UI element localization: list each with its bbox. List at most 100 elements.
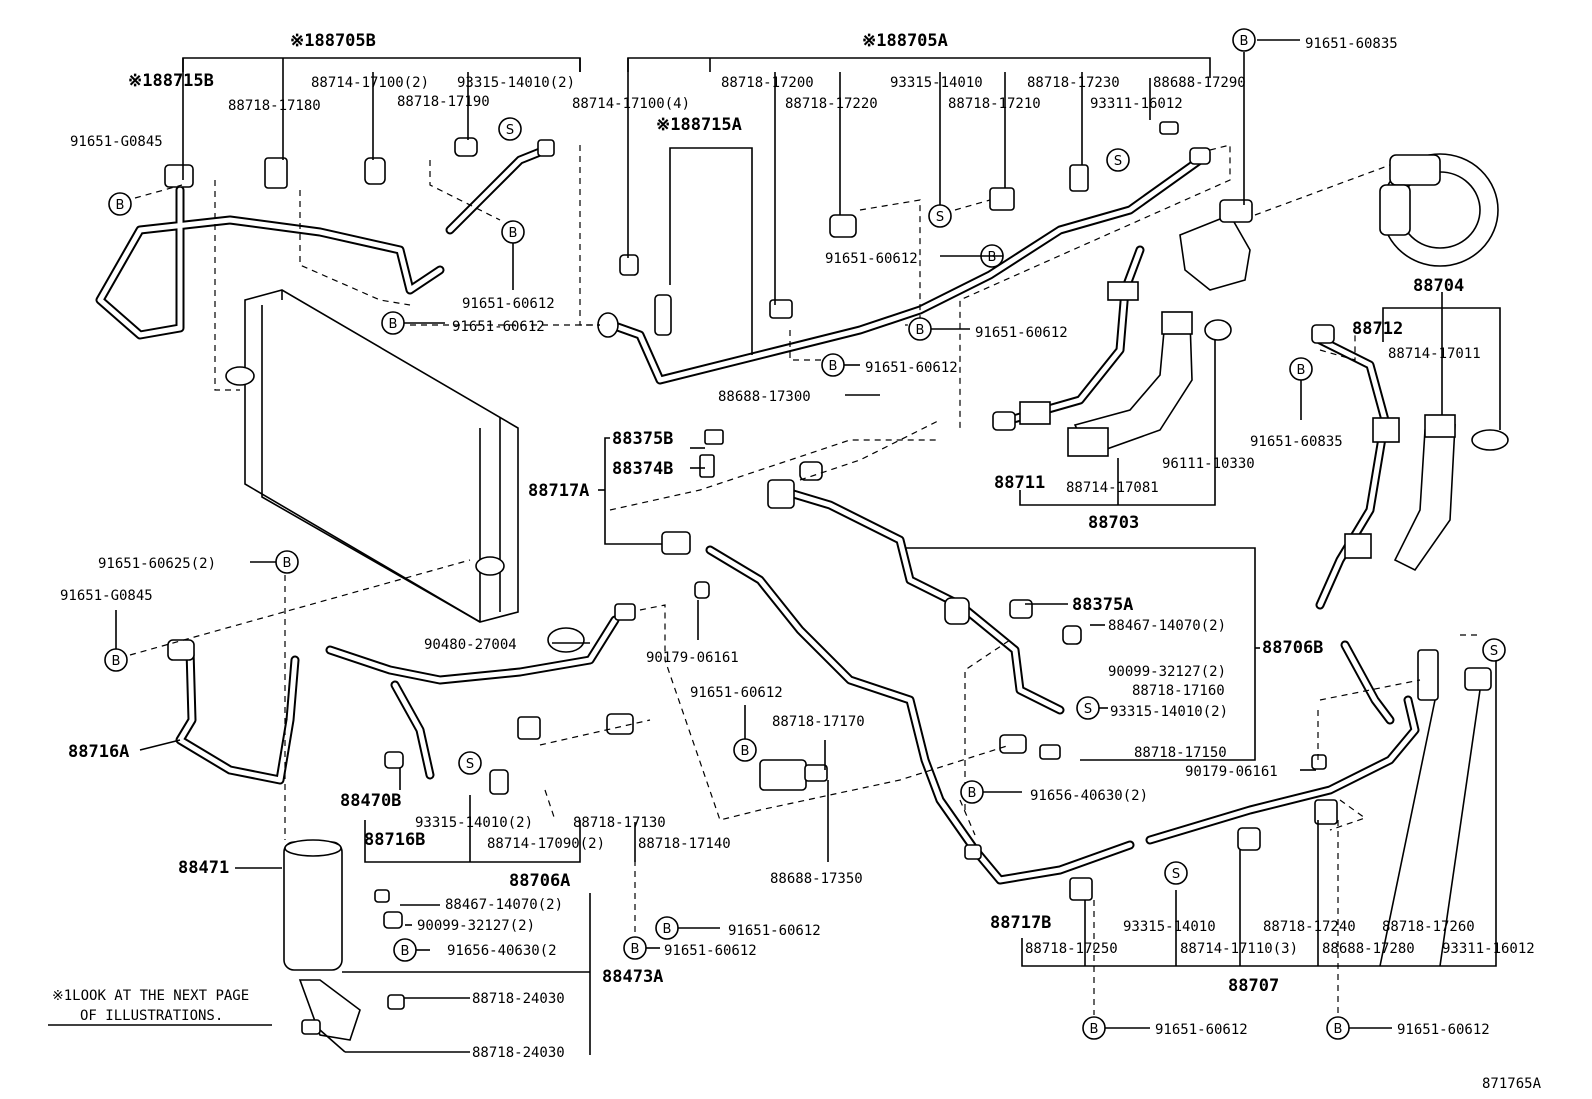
svg-text:S: S [1172, 867, 1180, 882]
svg-text:S: S [1114, 154, 1122, 169]
label-91651-60612b: 91651-60612 [452, 319, 545, 335]
part-labels: ※188705B ※188715B 88714-17100(2) 93315-1… [52, 31, 1542, 1092]
bolt-marker: B [381, 311, 405, 335]
label-88718-24030a: 88718-24030 [472, 991, 565, 1007]
label-88714-17100-2: 88714-17100(2) [311, 75, 429, 91]
svg-text:S: S [466, 757, 474, 772]
svg-text:B: B [968, 786, 977, 801]
svg-text:B: B [116, 198, 125, 213]
label-90099-32127-b: 90099-32127(2) [417, 918, 535, 934]
label-88716B: 88716B [364, 830, 425, 850]
label-88716A: 88716A [68, 742, 129, 762]
label-88688-17350: 88688-17350 [770, 871, 863, 887]
label-88718-17170: 88718-17170 [772, 714, 865, 730]
label-88470B: 88470B [340, 791, 401, 811]
label-88718-17230: 88718-17230 [1027, 75, 1120, 91]
bolt-marker: B [960, 780, 984, 804]
label-88706B: 88706B [1262, 638, 1323, 658]
hose-88714-17081 [1067, 311, 1232, 457]
label-93311-16012a: 93311-16012 [1090, 96, 1183, 112]
label-93315-14010-2b: 93315-14010(2) [1110, 704, 1228, 720]
label-91651-60612i: 91651-60612 [1155, 1022, 1248, 1038]
label-88703: 88703 [1088, 513, 1139, 533]
label-88718-17160: 88718-17160 [1132, 683, 1225, 699]
svg-text:B: B [1297, 363, 1306, 378]
screw-marker: S [1482, 638, 1506, 662]
label-88711: 88711 [994, 473, 1045, 493]
compressor-drawing [1379, 153, 1499, 267]
label-91651-60612f: 91651-60612 [690, 685, 783, 701]
label-88714-17100-4: 88714-17100(4) [572, 96, 690, 112]
note-line-2: OF ILLUSTRATIONS. [80, 1008, 223, 1024]
label-88473A: 88473A [602, 967, 663, 987]
label-91651-60612h: 91651-60612 [664, 943, 757, 959]
label-88712: 88712 [1352, 319, 1403, 339]
label-91651-60612c: 91651-60612 [825, 251, 918, 267]
label-88718-17180: 88718-17180 [228, 98, 321, 114]
label-88714-17011: 88714-17011 [1388, 346, 1481, 362]
pipe-88706A [325, 603, 828, 795]
label-88714-17110: 88714-17110(3) [1180, 941, 1298, 957]
dashed-lines [129, 144, 1480, 1015]
marker-leaders [115, 243, 1392, 1053]
label-91651-60612j: 91651-60612 [1397, 1022, 1490, 1038]
pipe-88717 [661, 429, 1135, 901]
pipe-88716A [167, 639, 300, 785]
svg-text:S: S [1490, 644, 1498, 659]
accumulator-drawing [1179, 199, 1253, 291]
bolt-marker: B [393, 938, 417, 962]
svg-text:B: B [663, 922, 672, 937]
svg-text:B: B [916, 323, 925, 338]
svg-text:S: S [936, 210, 944, 225]
bolt-marker: B [733, 738, 757, 762]
label-88467-14070-a: 88467-14070(2) [1108, 618, 1226, 634]
bolt-marker: B [623, 936, 647, 960]
label-91651-60612e: 91651-60612 [865, 360, 958, 376]
label-88714-17081: 88714-17081 [1066, 480, 1159, 496]
label-88718-17140: 88718-17140 [638, 836, 731, 852]
label-91651-60625: 91651-60625(2) [98, 556, 216, 572]
hose-88712 [1311, 324, 1509, 610]
label-88718-17250: 88718-17250 [1025, 941, 1118, 957]
label-188705B: ※188705B [290, 31, 376, 51]
label-88688-17300: 88688-17300 [718, 389, 811, 405]
label-88718-17200: 88718-17200 [721, 75, 814, 91]
screw-marker: S [928, 204, 952, 228]
svg-text:B: B [1090, 1022, 1099, 1037]
screw-marker: S [1076, 696, 1100, 720]
svg-text:B: B [829, 359, 838, 374]
bolt-marker: B [908, 317, 932, 341]
svg-text:B: B [631, 942, 640, 957]
bolt-marker: B [1326, 1016, 1350, 1040]
bolt-marker: B [501, 220, 525, 244]
bolt-marker: B [1289, 357, 1313, 381]
label-91651-G0845b: 91651-G0845 [60, 588, 153, 604]
label-91651-G0845a: 91651-G0845 [70, 134, 163, 150]
hose-88711 [992, 245, 1145, 431]
label-88718-17220: 88718-17220 [785, 96, 878, 112]
label-88718-17190: 88718-17190 [397, 94, 490, 110]
label-91651-60612d: 91651-60612 [975, 325, 1068, 341]
label-93315-14010: 93315-14010 [890, 75, 983, 91]
pipe-88715A [597, 121, 1211, 385]
label-188715A: ※188715A [656, 115, 742, 135]
bolt-marker: B [655, 916, 679, 940]
label-88717B: 88717B [990, 913, 1051, 933]
label-88467-14070-b: 88467-14070(2) [445, 897, 563, 913]
svg-text:B: B [741, 744, 750, 759]
svg-text:B: B [988, 250, 997, 265]
pipe-88706B [767, 461, 1082, 760]
label-88704: 88704 [1413, 276, 1464, 296]
label-90099-32127-a: 90099-32127(2) [1108, 664, 1226, 680]
leader-lines [182, 39, 1501, 1055]
label-88718-17240: 88718-17240 [1263, 919, 1356, 935]
label-90179-06161b: 90179-06161 [1185, 764, 1278, 780]
label-93311-16012b: 93311-16012 [1442, 941, 1535, 957]
label-88714-17090: 88714-17090(2) [487, 836, 605, 852]
label-93315-14010b: 93315-14010 [1123, 919, 1216, 935]
label-91651-60612g: 91651-60612 [728, 923, 821, 939]
label-90480-27004: 90480-27004 [424, 637, 517, 653]
label-93315-14010-2a: 93315-14010(2) [457, 75, 575, 91]
bolt-marker: B [275, 550, 299, 574]
label-88374B: 88374B [612, 459, 673, 479]
